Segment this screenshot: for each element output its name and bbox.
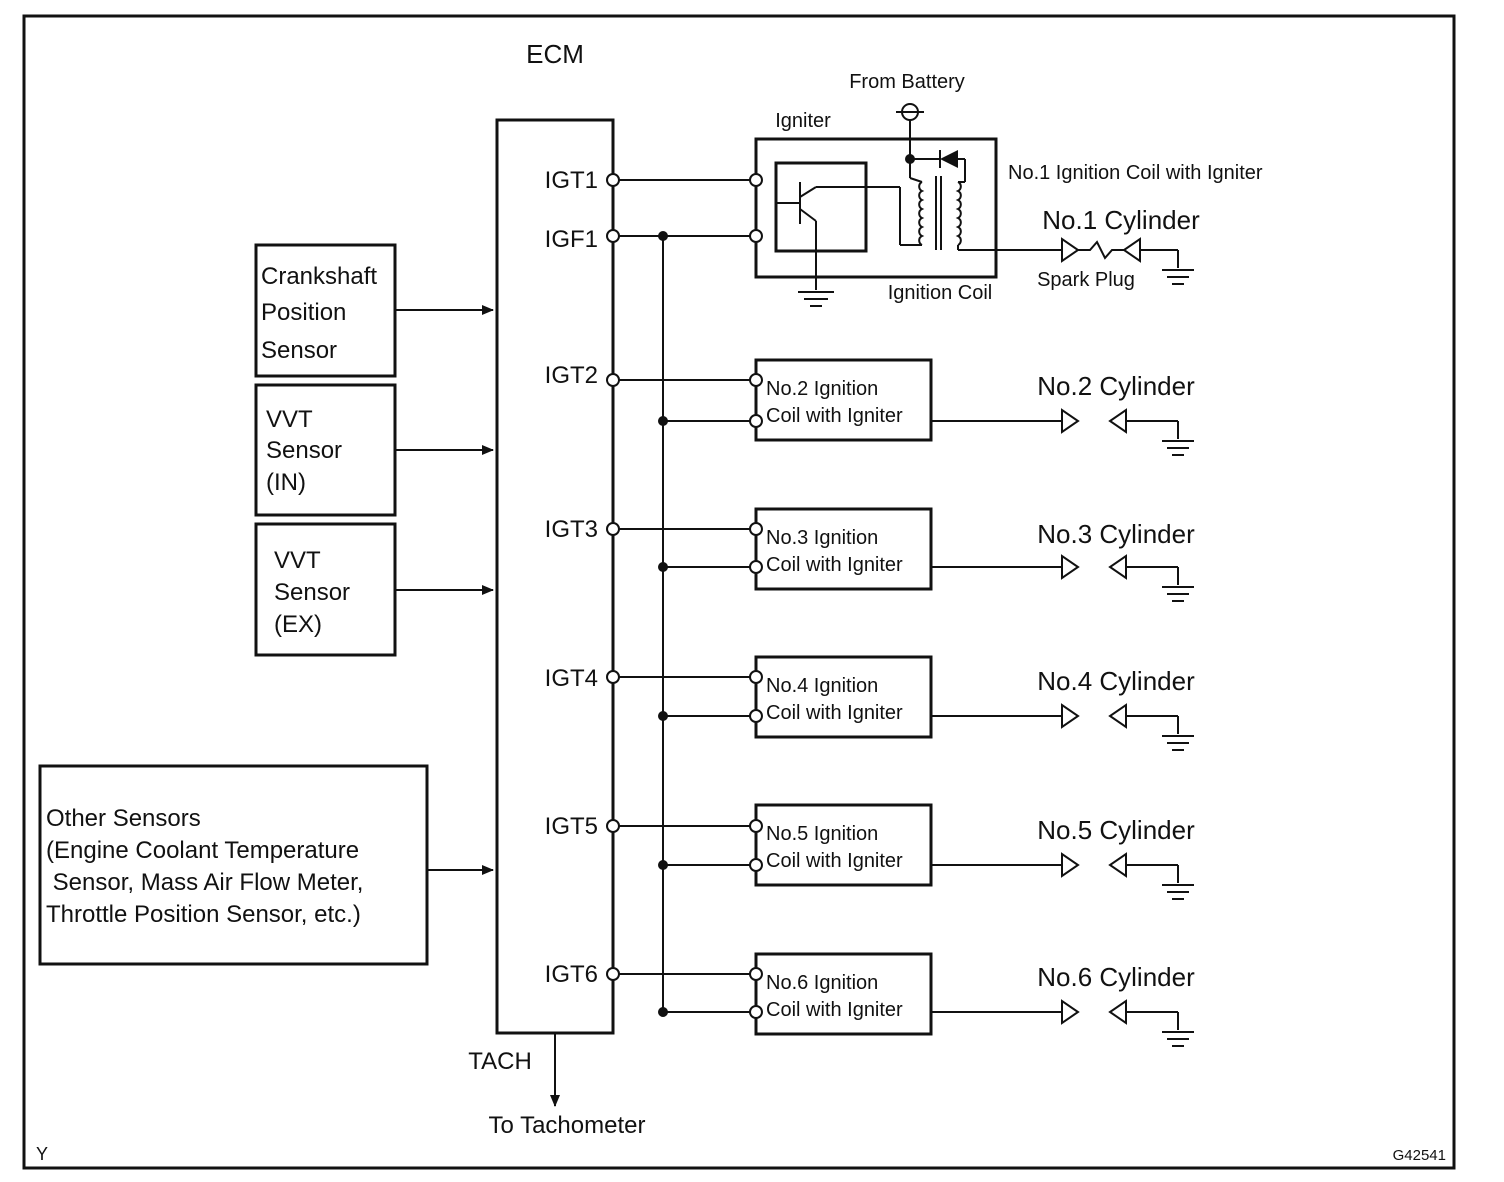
- ecm-pin-igt5: [606, 819, 620, 833]
- cylinder-4-label: No.4 Cylinder: [1037, 666, 1195, 696]
- spark-plug-3-electrode-b: [1108, 554, 1127, 580]
- tach-label: TACH: [468, 1048, 532, 1075]
- coil3-label-line1: No.3 Ignition: [766, 527, 878, 549]
- coil5-igt-pin: [749, 819, 763, 833]
- spark-plug-4-electrode-a: [1061, 703, 1080, 729]
- coil6-label-line2: Coil with Igniter: [766, 999, 903, 1021]
- coil3-igt-pin: [749, 522, 763, 536]
- tach-target-label: To Tachometer: [489, 1112, 646, 1139]
- pin-label-igt3: IGT3: [545, 516, 598, 543]
- igf-junction-3: [658, 562, 668, 572]
- coil5-label-line1: No.5 Ignition: [766, 823, 878, 845]
- ignition-coil-label: Ignition Coil: [888, 282, 993, 304]
- other-sensors-label: Other Sensors (Engine Coolant Temperatur…: [46, 805, 370, 928]
- coil3-igf-pin: [749, 560, 763, 574]
- coil2-igt-pin: [749, 373, 763, 387]
- coil5-label-line2: Coil with Igniter: [766, 850, 903, 872]
- figure-code: G42541: [1393, 1147, 1446, 1164]
- spark-plug-6-electrode-b: [1108, 999, 1127, 1025]
- coil4-label-line2: Coil with Igniter: [766, 702, 903, 724]
- spark-plug-5-electrode-b: [1108, 852, 1127, 878]
- from-battery-label: From Battery: [849, 71, 965, 93]
- igniter-box: [774, 161, 868, 253]
- coil1-assembly: [754, 103, 1062, 307]
- cylinder-6-label: No.6 Cylinder: [1037, 962, 1195, 992]
- vvt-in-sensor-label: VVT Sensor (IN): [266, 406, 349, 496]
- coil3-box: [754, 507, 933, 591]
- pin-label-igt5: IGT5: [545, 813, 598, 840]
- ecm-pin-igt4: [606, 670, 620, 684]
- coil3-label-line2: Coil with Igniter: [766, 554, 903, 576]
- ecm-pin-igt3: [606, 522, 620, 536]
- coil5-igf-pin: [749, 858, 763, 872]
- ecm-pin-igt2: [606, 373, 620, 387]
- spark-plug-3-electrode-a: [1061, 554, 1080, 580]
- coil2-label-line2: Coil with Igniter: [766, 405, 903, 427]
- igf-junction-5: [658, 860, 668, 870]
- spark-plug-2-electrode-a: [1061, 408, 1080, 434]
- igf-junction-2: [658, 416, 668, 426]
- igf-junction-4: [658, 711, 668, 721]
- coil4-igf-pin: [749, 709, 763, 723]
- outer-frame: [22, 14, 1456, 1170]
- cylinder-2-label: No.2 Cylinder: [1037, 371, 1195, 401]
- coil6-box: [754, 952, 933, 1036]
- corner-label-left: Y: [36, 1144, 48, 1164]
- coil2-label-line1: No.2 Ignition: [766, 378, 878, 400]
- igf-junction-6: [658, 1007, 668, 1017]
- vvt-in-sensor-box: [254, 383, 397, 517]
- coil1-assembly-label: No.1 Ignition Coil with Igniter: [1008, 162, 1263, 184]
- coil5-box: [754, 803, 933, 887]
- ecm-pin-igt6: [606, 967, 620, 981]
- spark-plug-1: [1061, 237, 1194, 285]
- coil6-label-line1: No.6 Ignition: [766, 972, 878, 994]
- coil2-box: [754, 358, 933, 442]
- pin-label-igf1: IGF1: [545, 226, 598, 253]
- ecm-block: [495, 118, 615, 1035]
- pin-label-igt4: IGT4: [545, 665, 598, 692]
- vvt-ex-sensor-box: [254, 522, 397, 657]
- cylinder-1-label: No.1 Cylinder: [1042, 205, 1200, 235]
- coil4-label-line1: No.4 Ignition: [766, 675, 878, 697]
- spark-plug-2-electrode-b: [1108, 408, 1127, 434]
- spark-plug-6-electrode-a: [1061, 999, 1080, 1025]
- spark-plug-4-electrode-b: [1108, 703, 1127, 729]
- coil6-igf-pin: [749, 1005, 763, 1019]
- pin-label-igt6: IGT6: [545, 961, 598, 988]
- coil4-box: [754, 655, 933, 739]
- coil4-igt-pin: [749, 670, 763, 684]
- igniter-label: Igniter: [775, 110, 831, 132]
- spark-plug-label: Spark Plug: [1037, 269, 1135, 291]
- cylinder-5-label: No.5 Cylinder: [1037, 815, 1195, 845]
- coil6-igt-pin: [749, 967, 763, 981]
- pin-label-igt1: IGT1: [545, 167, 598, 194]
- vvt-ex-sensor-label: VVT Sensor (EX): [274, 547, 357, 638]
- coil2-igf-pin: [749, 414, 763, 428]
- cylinder-3-label: No.3 Cylinder: [1037, 519, 1195, 549]
- spark-plug-5-electrode-a: [1061, 852, 1080, 878]
- other-sensors-box: [38, 764, 429, 966]
- ecm-title: ECM: [526, 39, 584, 69]
- pin-label-igt2: IGT2: [545, 362, 598, 389]
- crankshaft-sensor-label: Crankshaft Position Sensor: [261, 263, 384, 364]
